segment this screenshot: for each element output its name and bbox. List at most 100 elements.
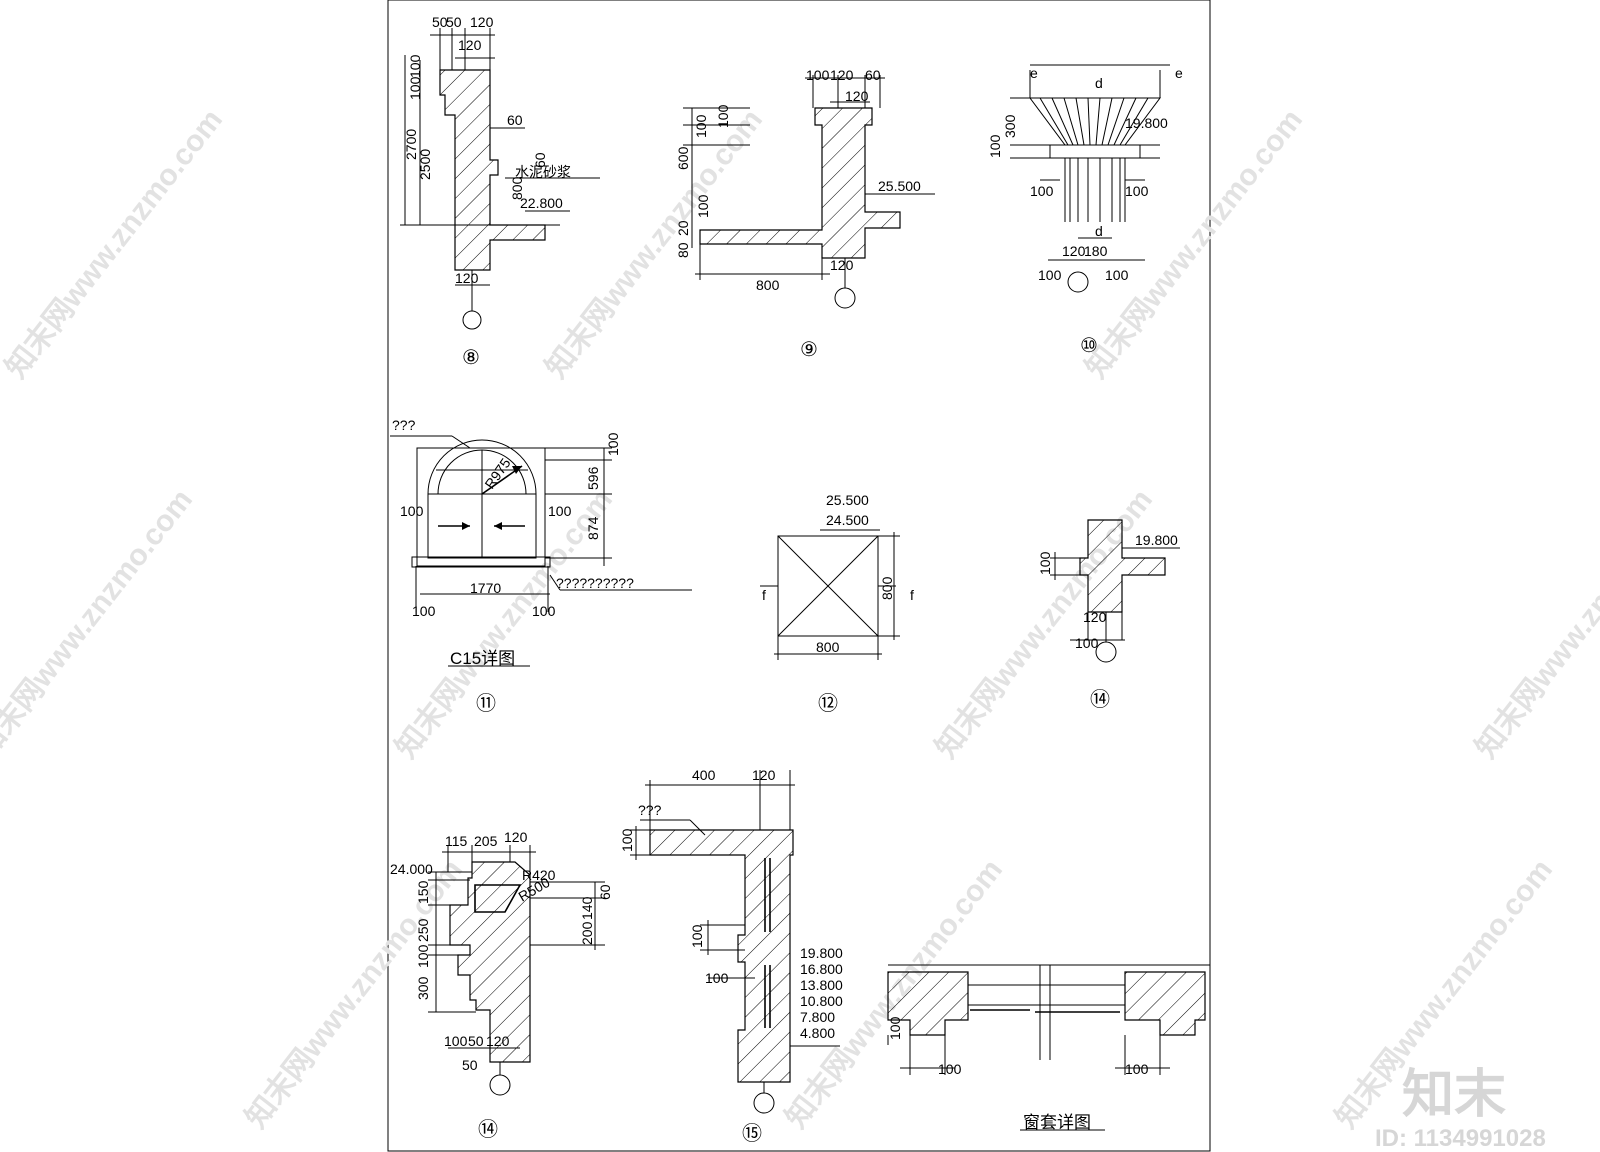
radius-label: R420 xyxy=(522,867,556,883)
section-label: f xyxy=(762,587,766,603)
elevation-label: 13.800 xyxy=(800,977,843,993)
dim-label: 50 xyxy=(432,14,448,30)
detail-marker: ⑮ xyxy=(742,1122,762,1145)
elevation-label: 4.800 xyxy=(800,1025,835,1041)
dim-label: 60 xyxy=(865,67,881,83)
watermark-text: 知末网www.znzmo.com xyxy=(0,103,229,384)
elevation-label: 19.800 xyxy=(1125,115,1168,131)
dim-label: 120 xyxy=(1062,243,1086,259)
detail-title: 窗套详图 xyxy=(1023,1113,1091,1132)
dim-label: 874 xyxy=(585,516,601,540)
detail-title: C15详图 xyxy=(450,649,515,668)
dim-label: 50 xyxy=(468,1033,484,1049)
detail-marker: ⑭ xyxy=(478,1118,498,1141)
section-label: d xyxy=(1095,223,1103,239)
section-label: e xyxy=(1175,65,1183,81)
dim-label: 300 xyxy=(1002,114,1018,138)
detail-12: 25.500 24.500 800 800 f f ⑫ xyxy=(760,492,914,715)
detail-marker: ⑨ xyxy=(800,339,818,361)
detail-14-b: 24.000 115 205 120 150 250 100 300 60 14… xyxy=(390,829,613,1141)
dim-label: 800 xyxy=(509,176,525,200)
dim-label: 100 xyxy=(987,134,1003,158)
elevation-label: 10.800 xyxy=(800,993,843,1009)
dim-label: 100 xyxy=(548,503,572,519)
detail-9: 100 120 60 120 100 100 600 100 20 80 800… xyxy=(675,67,935,361)
dim-label: 300 xyxy=(415,976,431,1000)
dim-label: 50 xyxy=(462,1057,478,1073)
dim-label: 100 xyxy=(715,104,731,128)
detail-11: ??? 100 596 874 100 100 1770 100 100 R97… xyxy=(390,417,692,715)
dim-label: 100 xyxy=(887,1016,903,1040)
dim-label: 20 xyxy=(675,220,691,236)
watermark-text: 知末网www.znzmo.com xyxy=(1470,483,1600,764)
dim-label: 120 xyxy=(486,1033,510,1049)
dim-label: 60 xyxy=(597,884,613,900)
note-label: ?????????? xyxy=(556,575,634,591)
dim-label: 100 xyxy=(412,603,436,619)
dim-label: 100 xyxy=(619,828,635,852)
dim-label: 50 xyxy=(446,14,462,30)
detail-10: 300 100 100 100 120 180 100 100 19.800 e… xyxy=(987,64,1183,357)
elevation-label: 7.800 xyxy=(800,1009,835,1025)
sheet-frame xyxy=(387,0,1211,1152)
dim-label: 120 xyxy=(1083,609,1107,625)
detail-marker: ⑪ xyxy=(476,692,496,715)
watermark-text: 知末网www.znzmo.com xyxy=(240,853,470,1134)
dim-label: 120 xyxy=(455,270,479,286)
dim-label: 100 xyxy=(1038,267,1062,283)
dim-label: 800 xyxy=(756,277,780,293)
dim-label: 100 xyxy=(1125,183,1149,199)
dim-label: 400 xyxy=(692,767,716,783)
section-label: e xyxy=(1030,65,1038,81)
dim-label: 100 xyxy=(400,503,424,519)
dim-label: 100 xyxy=(415,944,431,968)
note-label: 水泥砂浆 xyxy=(515,164,571,180)
dim-label: 180 xyxy=(1084,243,1108,259)
dim-label: 150 xyxy=(415,880,431,904)
elevation-label: 19.800 xyxy=(800,945,843,961)
dim-label: 120 xyxy=(752,767,776,783)
dim-label: 800 xyxy=(879,576,895,600)
dim-label: 100 xyxy=(605,432,621,456)
dim-label: 205 xyxy=(474,833,498,849)
dim-label: 80 xyxy=(675,242,691,258)
detail-marker: ⑫ xyxy=(818,692,838,715)
elevation-label: 19.800 xyxy=(1135,532,1178,548)
dim-label: 596 xyxy=(585,466,601,490)
elevation-label: 25.500 xyxy=(826,492,869,508)
dim-label: 100 xyxy=(1037,551,1053,575)
dim-label: 100 xyxy=(1030,183,1054,199)
elevation-label: 16.800 xyxy=(800,961,843,977)
elevation-label: 22.800 xyxy=(520,195,563,211)
dim-label: 60 xyxy=(507,112,523,128)
dim-label: 2500 xyxy=(417,149,433,180)
dim-label: 120 xyxy=(845,88,869,104)
dim-label: 100 xyxy=(695,194,711,218)
dim-label: 115 xyxy=(445,833,468,849)
dim-label: 120 xyxy=(830,257,854,273)
dim-label: 2700 xyxy=(403,129,419,160)
elevation-label: 24.000 xyxy=(390,861,433,877)
window-detail: 100 100 100 窗套详图 xyxy=(887,964,1210,1132)
dim-label: 600 xyxy=(675,146,691,170)
dim-label: 250 xyxy=(415,918,431,942)
dim-label: 60 xyxy=(532,152,548,168)
detail-marker: ⑧ xyxy=(462,347,480,369)
detail-marker: ⑩ xyxy=(1080,335,1098,357)
detail-14-a: 19.800 100 120 100 ⑭ xyxy=(1037,519,1180,711)
dim-label: 100 xyxy=(1105,267,1129,283)
watermark-text: 知末网www.znzmo.com xyxy=(930,483,1160,764)
brand-logo: 知末 xyxy=(1402,1066,1506,1124)
dim-label: 100 xyxy=(1125,1061,1149,1077)
elevation-label: 25.500 xyxy=(878,178,921,194)
detail-8: 50 50 120 120 100 100 2700 2500 60 60 80… xyxy=(400,14,600,369)
watermark-text: 知末网www.znzmo.com xyxy=(0,483,199,764)
dim-label: 120 xyxy=(830,67,854,83)
dim-label: 120 xyxy=(504,829,528,845)
detail-15: 400 120 100 100 100 ??? 19.800 16.800 13… xyxy=(619,767,843,1145)
dim-label: 100 xyxy=(938,1061,962,1077)
dim-label: 100 xyxy=(1075,635,1099,651)
note-label: ??? xyxy=(638,802,662,818)
dim-label: 100 xyxy=(705,970,729,986)
